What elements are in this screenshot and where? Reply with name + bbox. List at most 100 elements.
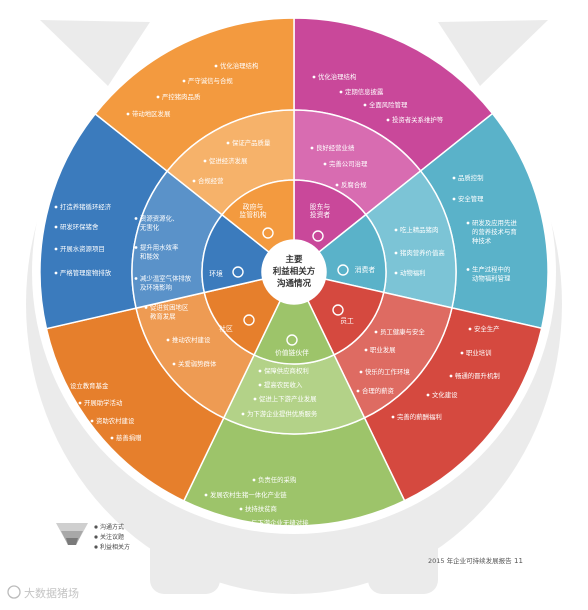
- action-bullet-employee: [468, 327, 472, 331]
- pig-left-leg: [150, 520, 220, 594]
- action-bullet-employee: [460, 351, 464, 355]
- topic-bullet-partner: [241, 412, 245, 416]
- action-environment-3: 开展水资源项目: [60, 244, 105, 253]
- stakeholder-partner: 价值链伙伴: [275, 348, 309, 357]
- action-bullet-partner: [204, 493, 208, 497]
- action-gov-2: 严守诚信与合规: [188, 76, 233, 85]
- topic-bullet-employee: [356, 389, 360, 393]
- action-bullet-employee: [426, 393, 430, 397]
- topic-bullet-partner: [258, 369, 262, 373]
- stakeholder-employee: 员工: [340, 317, 354, 325]
- stakeholder-icon-employee: [332, 304, 344, 316]
- action-bullet-gov: [182, 79, 186, 83]
- topic-environment-3: 减少温室气体排放及环境影响: [140, 274, 192, 292]
- legend-funnel-inner: [66, 538, 78, 545]
- topic-bullet-gov: [192, 179, 196, 183]
- topic-consumer-2: 猪肉营养价值高: [400, 248, 445, 257]
- action-consumer-1: 品质控制: [458, 173, 484, 182]
- stakeholder-icon-environment: [232, 266, 244, 278]
- watermark-logo-icon: [7, 585, 21, 599]
- center-line-1: 主要: [285, 254, 303, 265]
- topic-bullet-consumer: [394, 228, 398, 232]
- legend-dot-3: [94, 545, 98, 549]
- center-line-2: 利益相关方: [272, 266, 316, 277]
- action-bullet-shareholder: [312, 75, 316, 79]
- action-bullet-shareholder: [339, 90, 343, 94]
- report-title: 2015 年企业可持续发展报告: [428, 556, 512, 565]
- action-environment-1: 打造养猪循环经济: [60, 202, 112, 211]
- topic-consumer-3: 动物福利: [400, 268, 426, 277]
- topic-gov-2: 促进经济发展: [209, 156, 248, 165]
- action-bullet-environment: [54, 205, 58, 209]
- stakeholder-environment: 环境: [209, 269, 223, 278]
- legend-item-3: 利益相关方: [100, 543, 130, 551]
- stakeholder-community: 社区: [219, 324, 233, 333]
- topic-bullet-shareholder: [335, 183, 339, 187]
- action-bullet-gov: [126, 112, 130, 116]
- topic-partner-3: 促进上下游产业发展: [259, 394, 317, 403]
- stakeholder-icon-consumer: [337, 264, 349, 276]
- action-shareholder-4: 投资者关系维护等: [392, 115, 444, 124]
- topic-gov-1: 保证产品质量: [232, 138, 271, 147]
- action-shareholder-2: 定期信息披露: [345, 87, 384, 96]
- topic-environment-1: 资源资源化、无害化: [140, 214, 178, 232]
- topic-bullet-environment: [134, 246, 138, 249]
- action-partner-2: 发展农村生猪一体化产业链: [210, 490, 287, 499]
- stakeholder-gov: 政府与监管机构: [239, 202, 266, 219]
- topic-partner-4: 为下游企业提供优质服务: [247, 409, 318, 418]
- center-line-3: 沟通情况: [277, 278, 312, 289]
- topic-partner-2: 提高农民收入: [264, 380, 303, 389]
- stakeholder-shareholder: 股东与投资者: [310, 202, 331, 219]
- action-gov-1: 优化治理结构: [220, 61, 258, 70]
- topic-bullet-shareholder: [310, 146, 314, 150]
- action-bullet-environment: [54, 247, 58, 251]
- legend-item-2: 关注议题: [100, 533, 124, 541]
- action-bullet-partner: [245, 521, 249, 525]
- topic-shareholder-3: 反腐合规: [341, 180, 367, 189]
- topic-community-3: 关爱弱势群体: [178, 359, 217, 368]
- action-partner-3: 扶持扶贫商: [245, 504, 277, 513]
- action-bullet-shareholder: [386, 118, 390, 122]
- pig-left-ear: [40, 20, 150, 86]
- topic-gov-3: 合规经营: [198, 176, 224, 185]
- topic-bullet-shareholder: [323, 162, 327, 166]
- topic-bullet-gov: [203, 159, 207, 163]
- action-partner-1: 负责任的采购: [258, 475, 296, 484]
- action-community-1: 设立教育基金: [70, 381, 109, 390]
- action-bullet-environment: [54, 271, 58, 275]
- action-bullet-employee: [449, 374, 453, 378]
- topic-bullet-consumer: [394, 271, 398, 275]
- action-shareholder-3: 全面风险管理: [369, 100, 408, 109]
- action-employee-5: 完善的薪酬福利: [397, 412, 442, 421]
- legend-item-1: 沟通方式: [100, 523, 124, 531]
- topic-employee-2: 职业发展: [370, 345, 396, 354]
- topic-partner-1: 保障供应商权利: [264, 366, 309, 375]
- topic-bullet-community: [172, 362, 176, 366]
- topic-bullet-community: [144, 306, 148, 309]
- legend: 沟通方式 关注议题 利益相关方: [56, 523, 130, 551]
- stakeholder-icon-gov: [262, 227, 274, 239]
- action-community-3: 资助农村建设: [96, 416, 135, 425]
- action-bullet-consumer: [466, 268, 470, 271]
- action-bullet-gov: [156, 95, 160, 99]
- action-gov-3: 严控猪肉品质: [162, 92, 201, 101]
- pig-right-ear: [438, 20, 548, 86]
- action-consumer-3: 研发及应用先进的营养技术与育种技术: [472, 218, 517, 245]
- action-community-2: 开展助学活动: [84, 398, 123, 407]
- topic-employee-1: 员工健康与安全: [380, 327, 425, 336]
- topic-bullet-gov: [226, 141, 230, 145]
- topic-consumer-1: 吃上精品猪肉: [400, 225, 438, 234]
- center-circle: [262, 240, 326, 304]
- topic-bullet-community: [166, 338, 170, 342]
- action-bullet-employee: [391, 415, 395, 419]
- topic-bullet-environment: [134, 217, 138, 220]
- action-employee-2: 职业培训: [466, 348, 492, 357]
- topic-bullet-partner: [258, 383, 262, 387]
- action-bullet-partner: [252, 478, 256, 482]
- action-bullet-community: [110, 436, 114, 440]
- pig-right-leg: [368, 520, 438, 594]
- action-bullet-environment: [54, 225, 58, 229]
- action-bullet-consumer: [466, 221, 470, 225]
